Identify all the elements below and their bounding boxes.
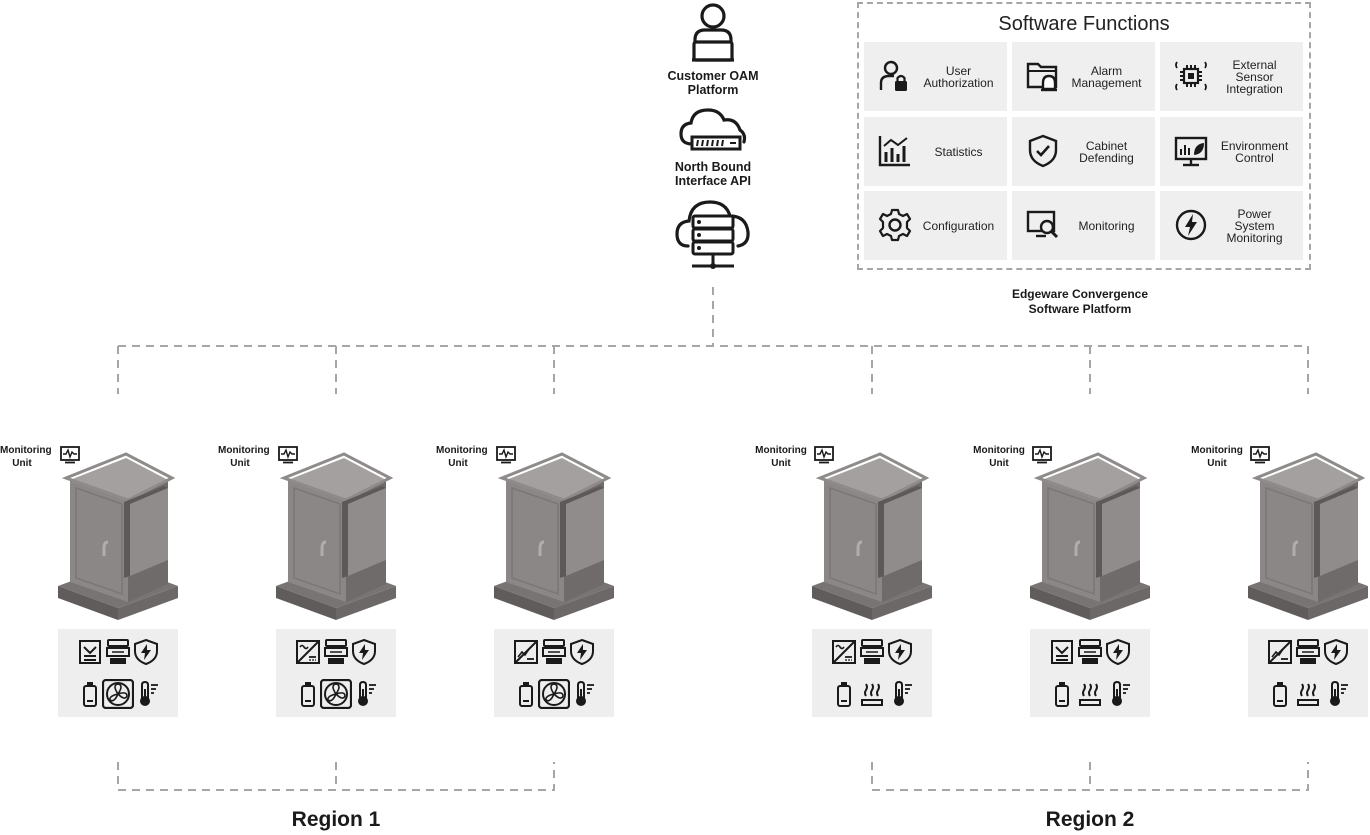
function-label: Statistics [934, 144, 983, 159]
environment-monitor-icon [1174, 136, 1208, 167]
thermometer-icon [1330, 681, 1348, 706]
battery-pack-icon [106, 639, 130, 664]
monitoring-unit-label: Monitoring Unit [973, 445, 1025, 469]
heater-icon [861, 683, 883, 706]
function-label: Power System Monitoring [1226, 206, 1283, 245]
equipment-panel [1030, 629, 1150, 717]
shield-check-icon [1028, 134, 1058, 168]
fan-icon [538, 679, 570, 709]
software-functions-panel: Software Functions User Authorization Al… [857, 2, 1311, 270]
thermometer-icon [1112, 681, 1130, 706]
monitoring-unit-label: Monitoring Unit [436, 445, 488, 469]
bar-chart-icon [878, 136, 910, 167]
monitoring-unit-icon [496, 446, 516, 464]
function-label: Alarm Management [1071, 63, 1142, 90]
function-environment-control[interactable]: Environment Control [1160, 117, 1303, 186]
equipment-panel [812, 629, 932, 717]
battery-icon [1273, 682, 1287, 707]
battery-icon [837, 682, 851, 707]
outdoor-cabinet [276, 452, 396, 620]
function-configuration[interactable]: Configuration [864, 191, 1007, 260]
sensor-chip-icon [1175, 61, 1207, 91]
outdoor-cabinet [1248, 452, 1368, 620]
battery-icon [519, 682, 533, 707]
region-2-label: Region 2 [1045, 808, 1135, 831]
document-icon [79, 640, 101, 664]
function-user-authorization[interactable]: User Authorization [864, 42, 1007, 111]
battery-icon [1055, 682, 1069, 707]
oam-platform-label: Customer OAM Platform [667, 69, 759, 97]
outdoor-cabinet [812, 452, 932, 620]
outdoor-cabinet [1030, 452, 1150, 620]
monitoring-unit-icon [1032, 446, 1052, 464]
edgeware-platform-label: Edgeware Convergence Software Platform [1011, 287, 1149, 316]
monitoring-unit-label: Monitoring Unit [1191, 445, 1243, 469]
alarm-folder-icon [1026, 62, 1058, 92]
surge-shield-icon [1106, 639, 1130, 665]
battery-icon [301, 682, 315, 707]
equipment-panel [494, 629, 614, 717]
function-label: Monitoring [1078, 218, 1135, 233]
cloud-api-icon [679, 108, 747, 151]
surge-shield-icon [134, 639, 158, 665]
thermometer-icon [358, 681, 376, 706]
function-alarm-management[interactable]: Alarm Management [1012, 42, 1155, 111]
region-1-label: Region 1 [291, 808, 381, 831]
monitoring-unit-icon [60, 446, 80, 464]
heater-icon [1079, 683, 1101, 706]
cloud-server-icon [675, 200, 750, 269]
monitoring-unit-label: Monitoring Unit [218, 445, 270, 469]
surge-shield-icon [1324, 639, 1348, 665]
rectifier-icon [296, 640, 320, 664]
function-monitoring[interactable]: Monitoring [1012, 191, 1155, 260]
monitor-search-icon [1026, 210, 1059, 239]
monitoring-unit-icon [1250, 446, 1270, 464]
battery-pack-icon [324, 639, 348, 664]
function-cabinet-defending[interactable]: Cabinet Defending [1012, 117, 1155, 186]
function-label: External Sensor Integration [1226, 57, 1283, 96]
surge-shield-icon [570, 639, 594, 665]
gear-icon [878, 208, 912, 242]
monitoring-unit-icon [814, 446, 834, 464]
solar-icon [514, 640, 538, 664]
equipment-panel [58, 629, 178, 717]
power-bolt-icon [1175, 209, 1207, 241]
equipment-panel [276, 629, 396, 717]
function-label: Configuration [922, 218, 995, 233]
battery-icon [83, 682, 97, 707]
heater-icon [1297, 683, 1319, 706]
document-icon [1051, 640, 1073, 664]
thermometer-icon [140, 681, 158, 706]
battery-pack-icon [542, 639, 566, 664]
monitoring-unit-icon [278, 446, 298, 464]
software-functions-title: Software Functions [998, 13, 1170, 35]
solar-icon [1268, 640, 1292, 664]
outdoor-cabinet [58, 452, 178, 620]
function-label: Environment Control [1220, 138, 1289, 165]
fan-icon [102, 679, 134, 709]
battery-pack-icon [860, 639, 884, 664]
nbi-api-label: North Bound Interface API [674, 160, 752, 188]
user-lock-icon [879, 60, 907, 91]
outdoor-cabinet [494, 452, 614, 620]
thermometer-icon [576, 681, 594, 706]
monitoring-unit-label: Monitoring Unit [0, 445, 52, 469]
battery-pack-icon [1296, 639, 1320, 664]
monitoring-unit-label: Monitoring Unit [755, 445, 807, 469]
person-laptop-icon [692, 3, 734, 62]
fan-icon [320, 679, 352, 709]
surge-shield-icon [352, 639, 376, 665]
function-power-system-monitoring[interactable]: Power System Monitoring [1160, 191, 1303, 260]
battery-pack-icon [1078, 639, 1102, 664]
rectifier-icon [832, 640, 856, 664]
function-statistics[interactable]: Statistics [864, 117, 1007, 186]
surge-shield-icon [888, 639, 912, 665]
equipment-panel [1248, 629, 1368, 717]
function-label: User Authorization [923, 63, 994, 90]
function-label: Cabinet Defending [1079, 138, 1134, 165]
function-external-sensor-integration[interactable]: External Sensor Integration [1160, 42, 1303, 111]
thermometer-icon [894, 681, 912, 706]
